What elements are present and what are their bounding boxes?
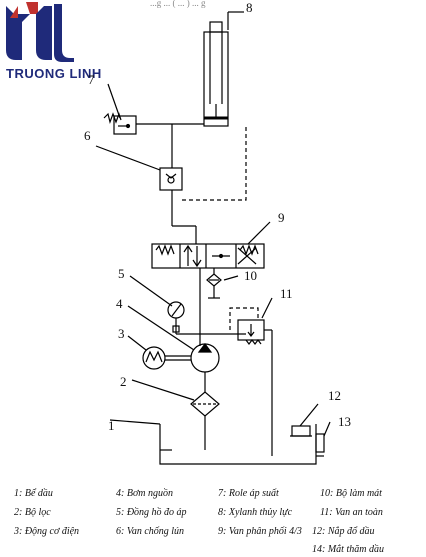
callout-4: 4 [116,296,123,311]
directional-valve-4-3 [151,243,265,269]
filter [190,391,220,417]
callout-11: 11 [280,286,293,301]
cylinder [203,21,229,127]
logo-text: TRUONG LINH [6,66,102,81]
callout-8: 8 [246,0,253,15]
callout-5: 5 [118,266,125,281]
callout-6: 6 [84,128,91,143]
callout-7: 7 [88,72,95,87]
sight-glass [315,433,325,453]
header-text: ...g ... ( ... ) ... g [150,0,206,8]
pressure-gauge [167,301,200,335]
relief-valve [229,307,265,345]
callout-1: 1 [108,418,115,433]
callout-13: 13 [338,414,351,429]
callout-12: 12 [328,388,341,403]
callout-9: 9 [278,210,285,225]
callout-3: 3 [118,326,125,341]
callout-2: 2 [120,374,127,389]
truong-linh-logo: TRUONG LINH [6,2,102,81]
electric-motor [142,346,191,370]
oil-tank [159,424,317,465]
filler-cap [291,425,311,437]
callout-numbers: 1 2 3 4 5 6 7 8 9 10 11 12 13 [84,0,351,433]
pump [190,343,220,373]
cooler [206,268,222,299]
check-valve [159,167,183,191]
callout-10: 10 [244,268,257,283]
